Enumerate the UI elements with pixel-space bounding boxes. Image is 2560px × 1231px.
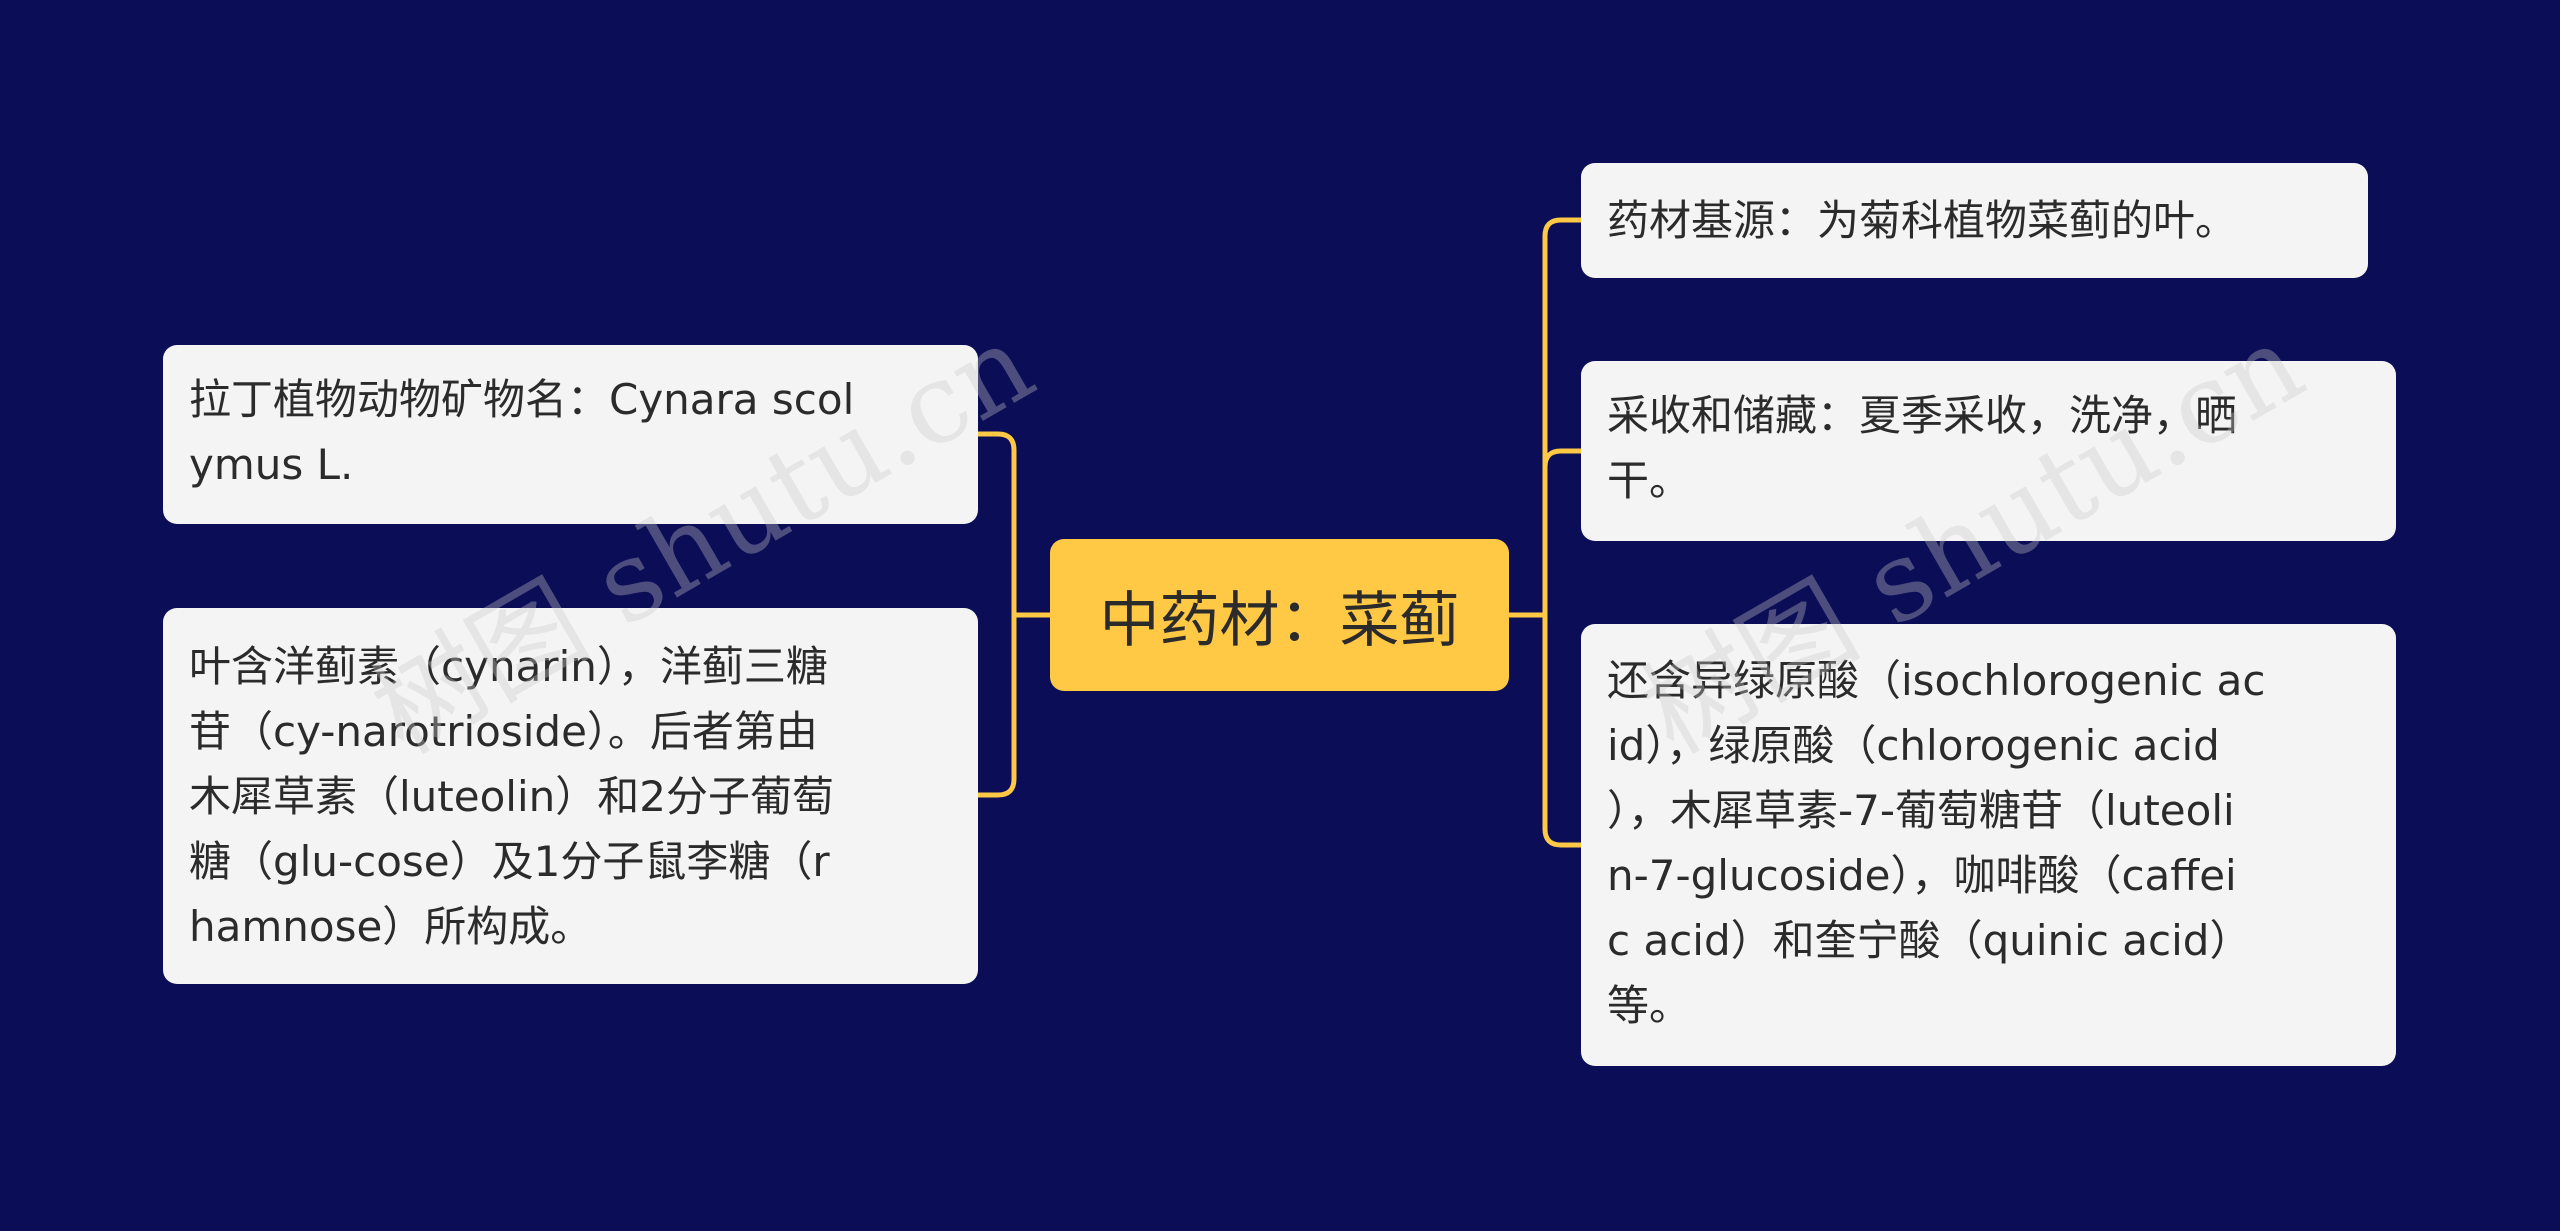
right-node-harvest[interactable]: 采收和储藏：夏季采收，洗净，晒 干。	[1581, 361, 2396, 541]
connector-right-top	[1509, 217, 1581, 618]
central-topic[interactable]: 中药材：菜蓟	[1050, 539, 1509, 691]
node-text-line: 叶含洋蓟素（cynarin），洋蓟三糖	[189, 642, 828, 691]
left-node-latin-name[interactable]: 拉丁植物动物矿物名：Cynara scol ymus L.	[163, 345, 978, 524]
central-topic-label: 中药材：菜蓟	[1099, 585, 1460, 656]
connector-right-bottom	[1542, 615, 1581, 848]
node-text-line: c acid）和奎宁酸（quinic acid）	[1607, 916, 2252, 965]
right-node-source[interactable]: 药材基源：为菊科植物菜蓟的叶。	[1581, 163, 2368, 278]
node-text-line: 苷（cy-narotrioside）。后者第由	[189, 707, 818, 756]
node-text-line: n-7-glucoside），咖啡酸（caffei	[1607, 851, 2237, 900]
node-text-line: ymus L.	[189, 440, 354, 489]
node-text-line: 木犀草素（luteolin）和2分子葡萄	[189, 772, 834, 821]
node-text-line: 还含异绿原酸（isochlorogenic ac	[1607, 656, 2266, 705]
node-text-line: 等。	[1607, 981, 1692, 1030]
connector-left-bottom	[978, 615, 1017, 798]
node-text-line: hamnose）所构成。	[189, 902, 593, 951]
node-text-line: 糖（glu-cose）及1分子鼠李糖（r	[189, 837, 830, 886]
left-node-constituents[interactable]: 叶含洋蓟素（cynarin），洋蓟三糖 苷（cy-narotrioside）。后…	[163, 608, 978, 984]
node-text-line: 药材基源：为菊科植物菜蓟的叶。	[1607, 196, 2238, 245]
node-text-line: id），绿原酸（chlorogenic acid	[1607, 721, 2220, 770]
node-text-line: ），木犀草素-7-葡萄糖苷（luteoli	[1607, 786, 2235, 835]
node-text-line: 采收和储藏：夏季采收，洗净，晒	[1607, 391, 2238, 440]
node-text-line: 拉丁植物动物矿物名：Cynara scol	[189, 375, 855, 424]
right-node-other-constituents[interactable]: 还含异绿原酸（isochlorogenic ac id），绿原酸（chlorog…	[1581, 624, 2396, 1066]
connector-right-middle	[1542, 448, 1581, 468]
node-text-line: 干。	[1607, 456, 1692, 505]
connector-left-top	[978, 431, 1050, 618]
